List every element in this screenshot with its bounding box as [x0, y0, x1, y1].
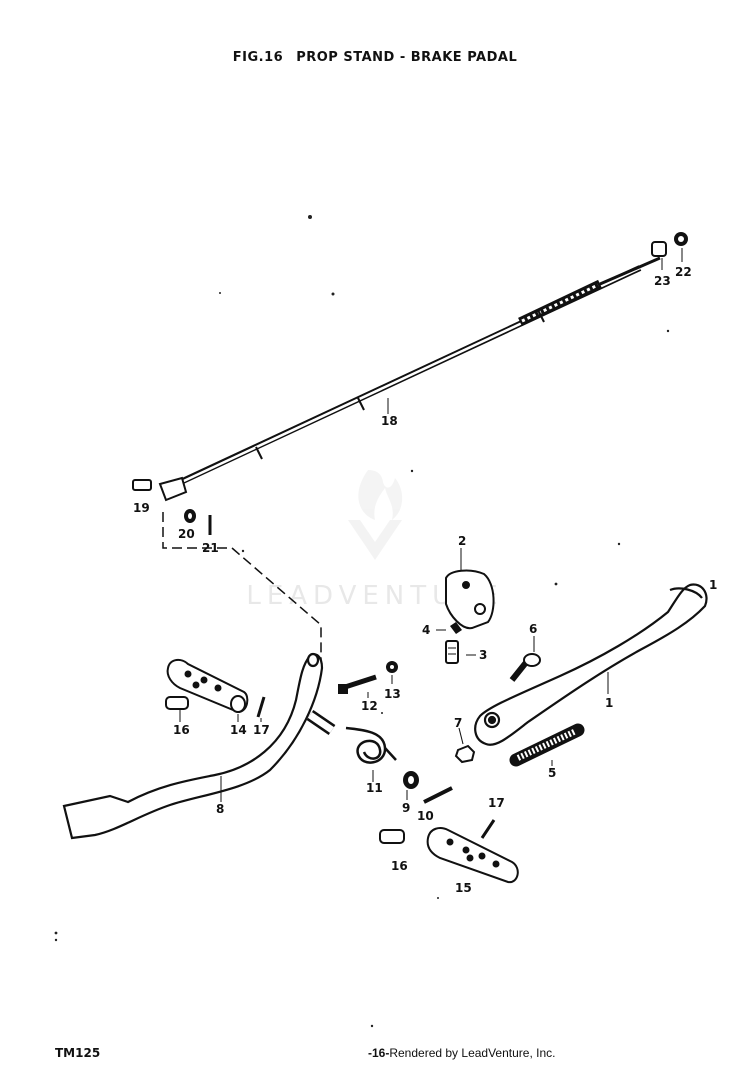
callout-19: 19: [133, 501, 150, 515]
callout-20: 20: [178, 527, 195, 541]
washer-20: [184, 509, 196, 523]
bolt-12: [338, 674, 377, 694]
callout-1-top: 1: [709, 578, 717, 592]
pin-16-right: [379, 829, 405, 844]
callout-10: 10: [417, 809, 434, 823]
washer-9: [403, 771, 419, 789]
brake-rod-18: [158, 256, 661, 502]
prop-stand-bracket-2: [445, 569, 495, 630]
footrest-14: [166, 658, 249, 714]
watermark-logo: [348, 470, 403, 560]
callout-16-left: 16: [173, 723, 190, 737]
callout-2: 2: [458, 534, 466, 548]
page-footer: -16-Rendered by LeadVenture, Inc.: [368, 1046, 555, 1060]
lock-nut-22: [674, 232, 688, 246]
washer-4: [450, 622, 462, 634]
prop-stand-1: [474, 583, 708, 746]
callout-9: 9: [402, 801, 410, 815]
figure-title: FIG.16 PROP STAND - BRAKE PADAL: [0, 50, 750, 65]
callout-6: 6: [529, 622, 537, 636]
footrest-15: [426, 827, 519, 884]
adjusting-nut-23: [651, 241, 667, 257]
callout-14: 14: [230, 723, 247, 737]
clevis-pin-19: [132, 479, 152, 491]
callout-7: 7: [454, 716, 462, 730]
callout-11: 11: [366, 781, 383, 795]
nut-13: [386, 661, 398, 673]
callout-3: 3: [479, 648, 487, 662]
callout-8: 8: [216, 802, 224, 816]
callout-18: 18: [381, 414, 398, 428]
callout-4: 4: [422, 623, 430, 637]
figure-caption: PROP STAND - BRAKE PADAL: [296, 50, 518, 65]
scan-specks: [54, 215, 670, 1028]
figure-number: FIG.16: [232, 50, 284, 65]
callout-13: 13: [384, 687, 401, 701]
assembly-guide-line: [162, 512, 322, 660]
pin-10: [423, 786, 453, 804]
callout-21: 21: [202, 541, 219, 555]
callout-23: 23: [654, 274, 671, 288]
rendered-by: Rendered by LeadVenture, Inc.: [389, 1046, 556, 1060]
bolt-6: [509, 653, 541, 682]
bolt-3: [445, 640, 459, 664]
callout-16-right: 16: [391, 859, 408, 873]
leader-lines: [179, 248, 683, 802]
callout-12: 12: [361, 699, 378, 713]
nut-7: [454, 744, 476, 764]
callout-5: 5: [548, 766, 556, 780]
return-spring-11: [345, 726, 397, 764]
callout-15: 15: [455, 881, 472, 895]
page-number: -16-: [368, 1046, 390, 1060]
cotter-pin-17-left: [256, 696, 266, 718]
cotter-pin-17-right: [480, 819, 496, 839]
callout-22: 22: [675, 265, 692, 279]
callout-17-left: 17: [253, 723, 270, 737]
callout-1: 1: [605, 696, 613, 710]
brake-pedal-8: [62, 652, 324, 840]
model-code: TM125: [55, 1046, 101, 1060]
pin-16-left: [165, 696, 189, 710]
stand-spring-5: [509, 723, 585, 767]
pivot-shaft: [306, 710, 336, 735]
callout-17-right: 17: [488, 796, 505, 810]
